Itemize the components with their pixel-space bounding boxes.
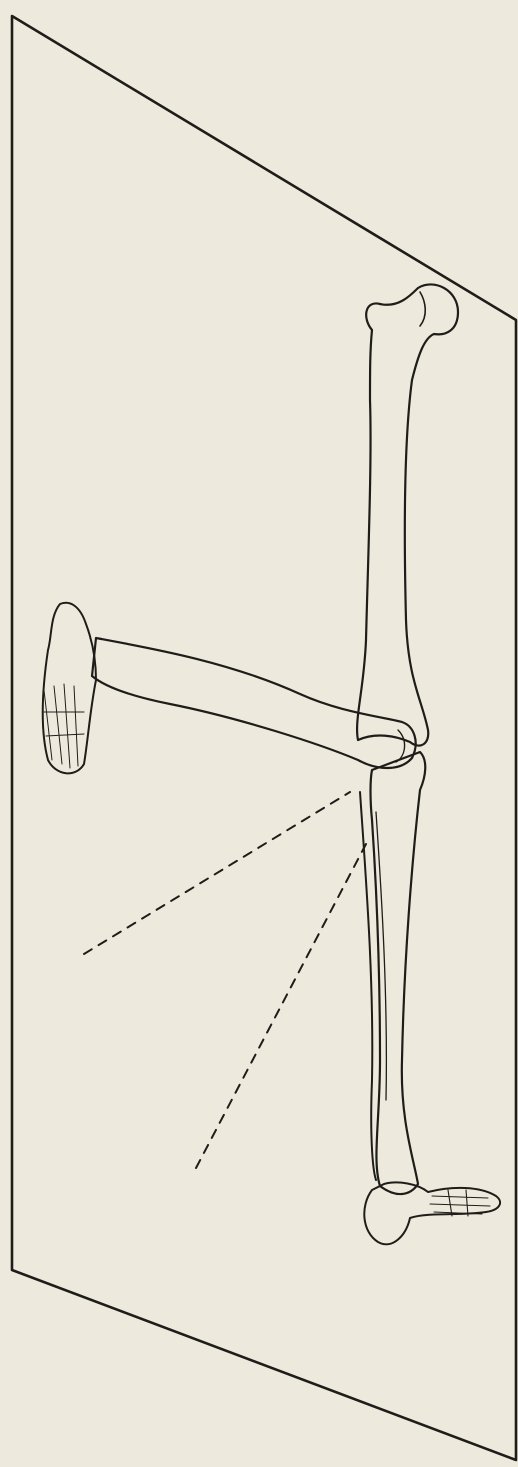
leg-plane-illustration (0, 0, 518, 1467)
paper-shade (0, 0, 518, 1467)
